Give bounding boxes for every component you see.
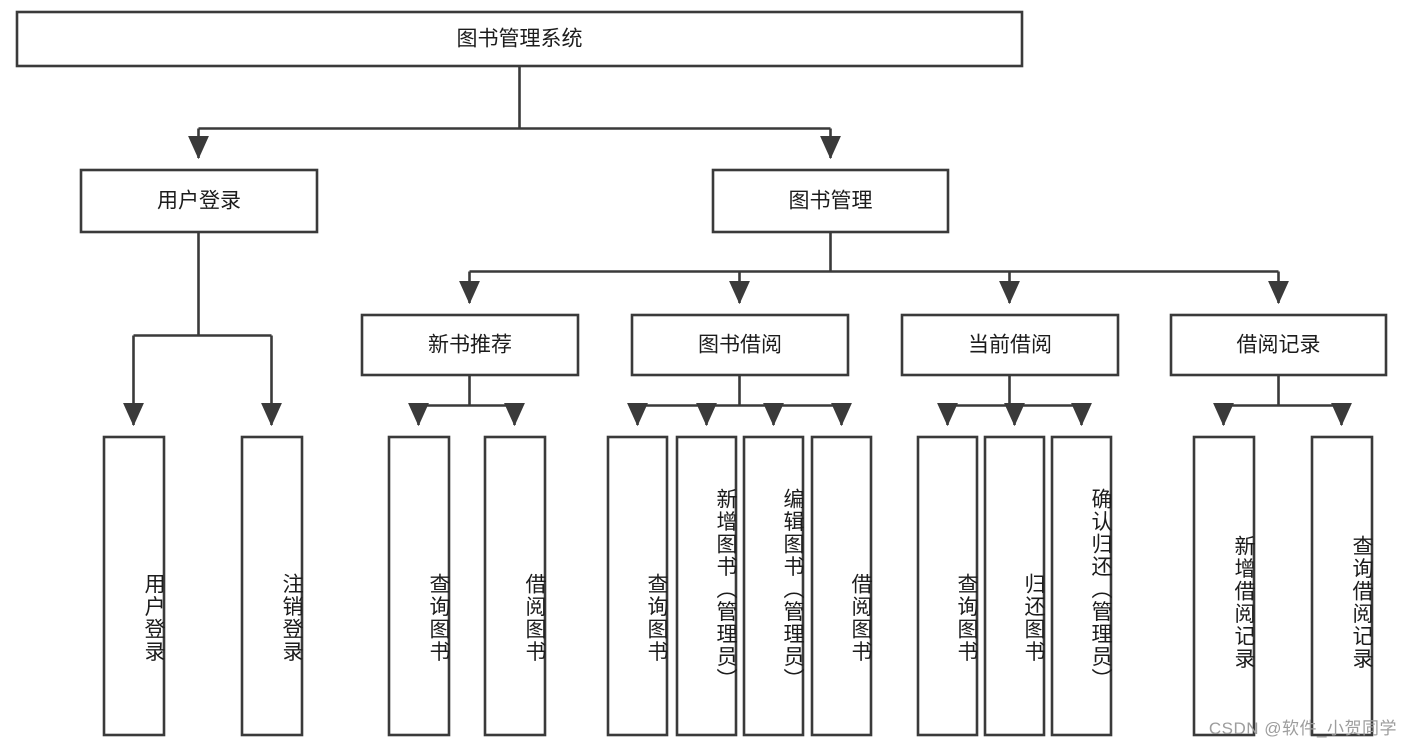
node-leaf-2[interactable] <box>240 435 304 737</box>
node-new-book-recommend-label: 新书推荐 <box>428 334 512 357</box>
node-book-management-label: 图书管理 <box>789 190 873 213</box>
node-leaf-12[interactable] <box>1192 435 1256 737</box>
node-book-borrow-label: 图书借阅 <box>698 334 782 357</box>
node-book-management[interactable]: 图书管理 <box>711 168 950 234</box>
node-leaf-9[interactable] <box>916 435 979 737</box>
node-new-book-recommend[interactable]: 新书推荐 <box>360 313 580 377</box>
node-root[interactable]: 图书管理系统 <box>15 10 1024 68</box>
node-leaf-1[interactable] <box>102 435 166 737</box>
node-current-borrow-label: 当前借阅 <box>968 334 1052 357</box>
node-leaf-10[interactable] <box>983 435 1046 737</box>
node-user-login[interactable]: 用户登录 <box>79 168 319 234</box>
node-leaf-3[interactable] <box>387 435 451 737</box>
node-user-login-label: 用户登录 <box>157 190 241 213</box>
node-current-borrow[interactable]: 当前借阅 <box>900 313 1120 377</box>
watermark-text: CSDN @软件_小贺同学 <box>1208 719 1397 738</box>
node-leaf-13[interactable] <box>1310 435 1374 737</box>
node-leaf-11[interactable] <box>1050 435 1113 737</box>
node-root-label: 图书管理系统 <box>457 28 583 51</box>
node-borrow-record-label: 借阅记录 <box>1237 334 1321 357</box>
node-leaf-8[interactable] <box>810 435 873 737</box>
node-book-borrow[interactable]: 图书借阅 <box>630 313 850 377</box>
node-leaf-7[interactable] <box>742 435 805 737</box>
node-leaf-4[interactable] <box>483 435 547 737</box>
node-borrow-record[interactable]: 借阅记录 <box>1169 313 1388 377</box>
node-leaf-6[interactable] <box>675 435 738 737</box>
node-leaf-5[interactable] <box>606 435 669 737</box>
